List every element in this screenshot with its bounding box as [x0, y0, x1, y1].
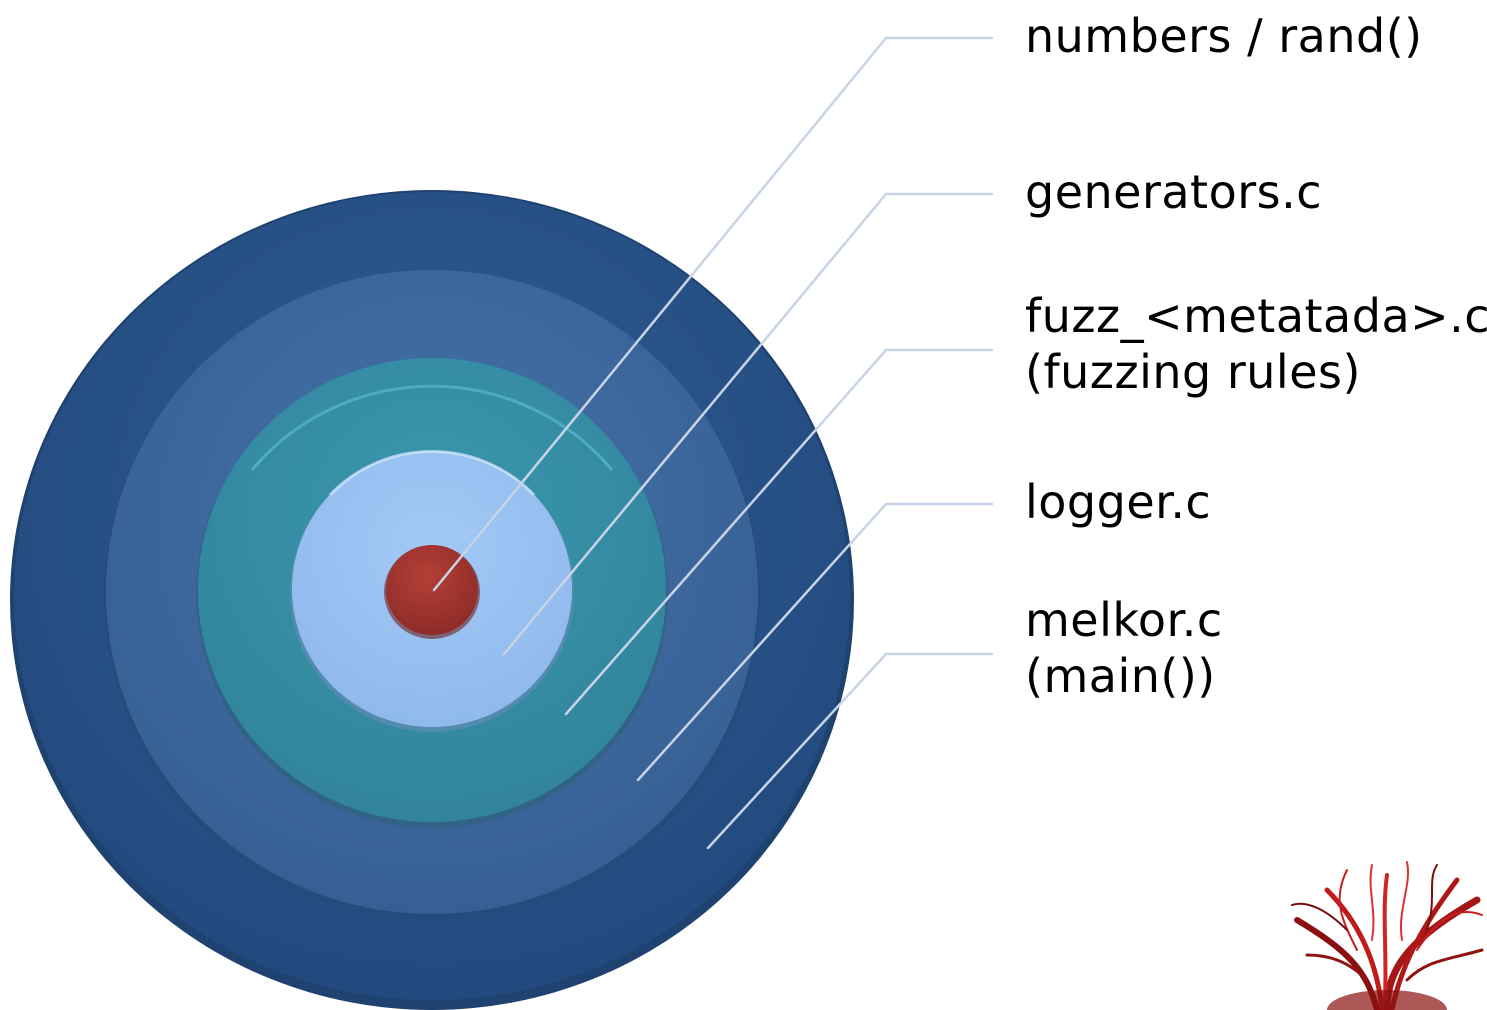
leader-line-generators	[502, 192, 994, 656]
label-numbers: numbers / rand()	[1025, 8, 1423, 64]
core-numbers	[384, 545, 480, 639]
leader-line-numbers	[432, 36, 994, 592]
leader-line-logger	[636, 502, 994, 782]
red-tree-logo-icon	[1291, 861, 1484, 1010]
label-fuzz-line-1: fuzz_<metatada>.c	[1025, 289, 1487, 343]
leader-line-fuzz	[564, 348, 994, 716]
label-logger: logger.c	[1025, 474, 1211, 530]
leader-line-melkor	[706, 652, 994, 850]
label-fuzz-line-2: (fuzzing rules)	[1025, 345, 1361, 399]
label-generators-line-1: generators.c	[1025, 165, 1323, 219]
label-melkor-line-1: melkor.c	[1025, 593, 1223, 647]
label-numbers-line-1: numbers / rand()	[1025, 9, 1423, 63]
label-melkor: melkor.c (main())	[1025, 592, 1223, 704]
label-logger-line-1: logger.c	[1025, 475, 1212, 529]
label-generators: generators.c	[1025, 164, 1322, 220]
label-melkor-line-2: (main())	[1025, 649, 1216, 703]
label-fuzz: fuzz_<metatada>.c (fuzzing rules)	[1025, 288, 1487, 400]
